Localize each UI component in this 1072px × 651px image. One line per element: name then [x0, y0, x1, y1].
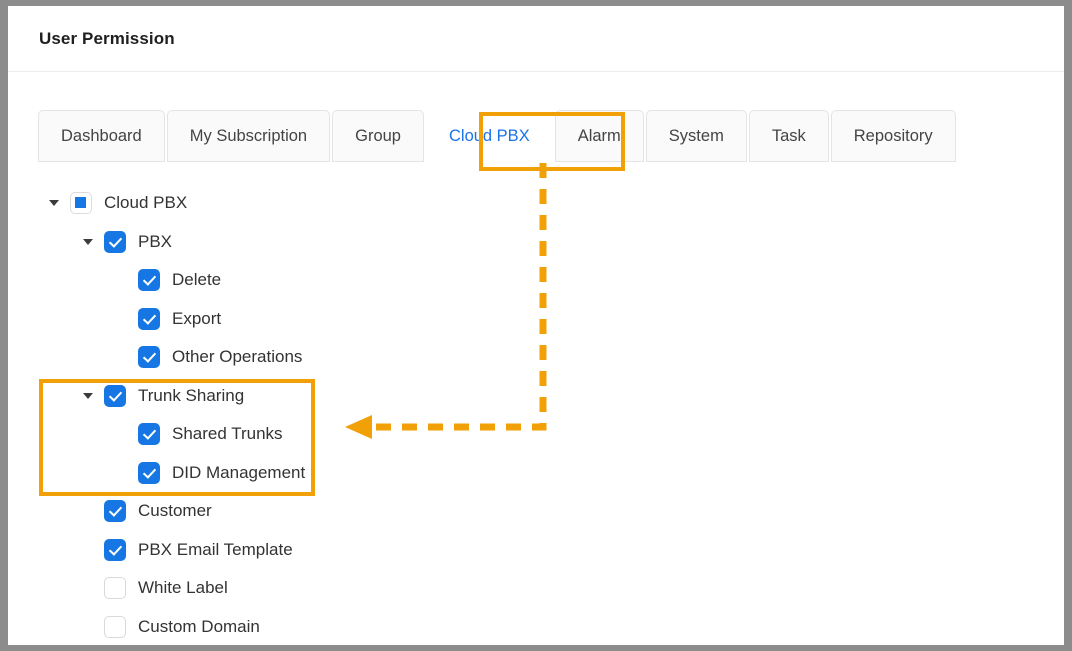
checkbox-custom-domain[interactable]	[104, 615, 126, 638]
tree-item-label: DID Management	[172, 462, 306, 482]
tab-cloud-pbx[interactable]: Cloud PBX	[425, 110, 553, 162]
tree-row: DID Management	[114, 454, 1064, 493]
tree-row: PBX Email Template	[80, 531, 1064, 570]
tab-dashboard[interactable]: Dashboard	[38, 110, 165, 162]
checkbox-did-management[interactable]	[138, 461, 160, 484]
page-title: User Permission	[39, 28, 175, 48]
chevron-down-icon[interactable]	[80, 223, 96, 261]
tree-row: Custom Domain	[80, 608, 1064, 646]
checkbox-white-label[interactable]	[104, 577, 126, 600]
tree-row: Customer	[80, 492, 1064, 531]
panel-header: User Permission	[8, 6, 1064, 72]
chevron-down-icon[interactable]	[46, 184, 62, 222]
tab-alarm[interactable]: Alarm	[554, 110, 644, 162]
tree-row: Other Operations	[114, 338, 1064, 377]
tree-item-label: Customer	[138, 501, 212, 521]
tree-item-label: White Label	[138, 578, 228, 598]
tab-group[interactable]: Group	[332, 110, 424, 162]
tree-row: Shared Trunks	[114, 415, 1064, 454]
chevron-down-icon[interactable]	[80, 377, 96, 415]
tree-item-label: PBX Email Template	[138, 539, 293, 559]
tree-item-label: Trunk Sharing	[138, 385, 245, 405]
tab-task[interactable]: Task	[748, 110, 829, 162]
tree-item-label: Other Operations	[172, 347, 303, 367]
tree-row: Cloud PBX	[46, 184, 1064, 223]
checkbox-cloud-pbx[interactable]	[70, 192, 92, 215]
tree-row: Delete	[114, 261, 1064, 300]
checkbox-other-operations[interactable]	[138, 346, 160, 369]
tab-repository[interactable]: Repository	[830, 110, 956, 162]
tree-item-label: Delete	[172, 270, 222, 290]
checkbox-pbx-email-template[interactable]	[104, 538, 126, 561]
tree-item-label: Cloud PBX	[104, 193, 188, 213]
checkbox-customer[interactable]	[104, 500, 126, 523]
tab-my-subscription[interactable]: My Subscription	[166, 110, 331, 162]
checkbox-trunk-sharing[interactable]	[104, 384, 126, 407]
tree-row: Trunk Sharing	[80, 377, 1064, 416]
checkbox-pbx[interactable]	[104, 230, 126, 253]
tree-row: White Label	[80, 569, 1064, 608]
checkbox-export[interactable]	[138, 307, 160, 330]
tab-system[interactable]: System	[645, 110, 747, 162]
checkbox-delete[interactable]	[138, 269, 160, 292]
tree-row: Export	[114, 300, 1064, 339]
tree-item-label: Custom Domain	[138, 616, 260, 636]
tree-item-label: PBX	[138, 231, 173, 251]
tree-row: PBX	[80, 223, 1064, 262]
tree-item-label: Shared Trunks	[172, 424, 283, 444]
tree-item-label: Export	[172, 308, 222, 328]
checkbox-shared-trunks[interactable]	[138, 423, 160, 446]
